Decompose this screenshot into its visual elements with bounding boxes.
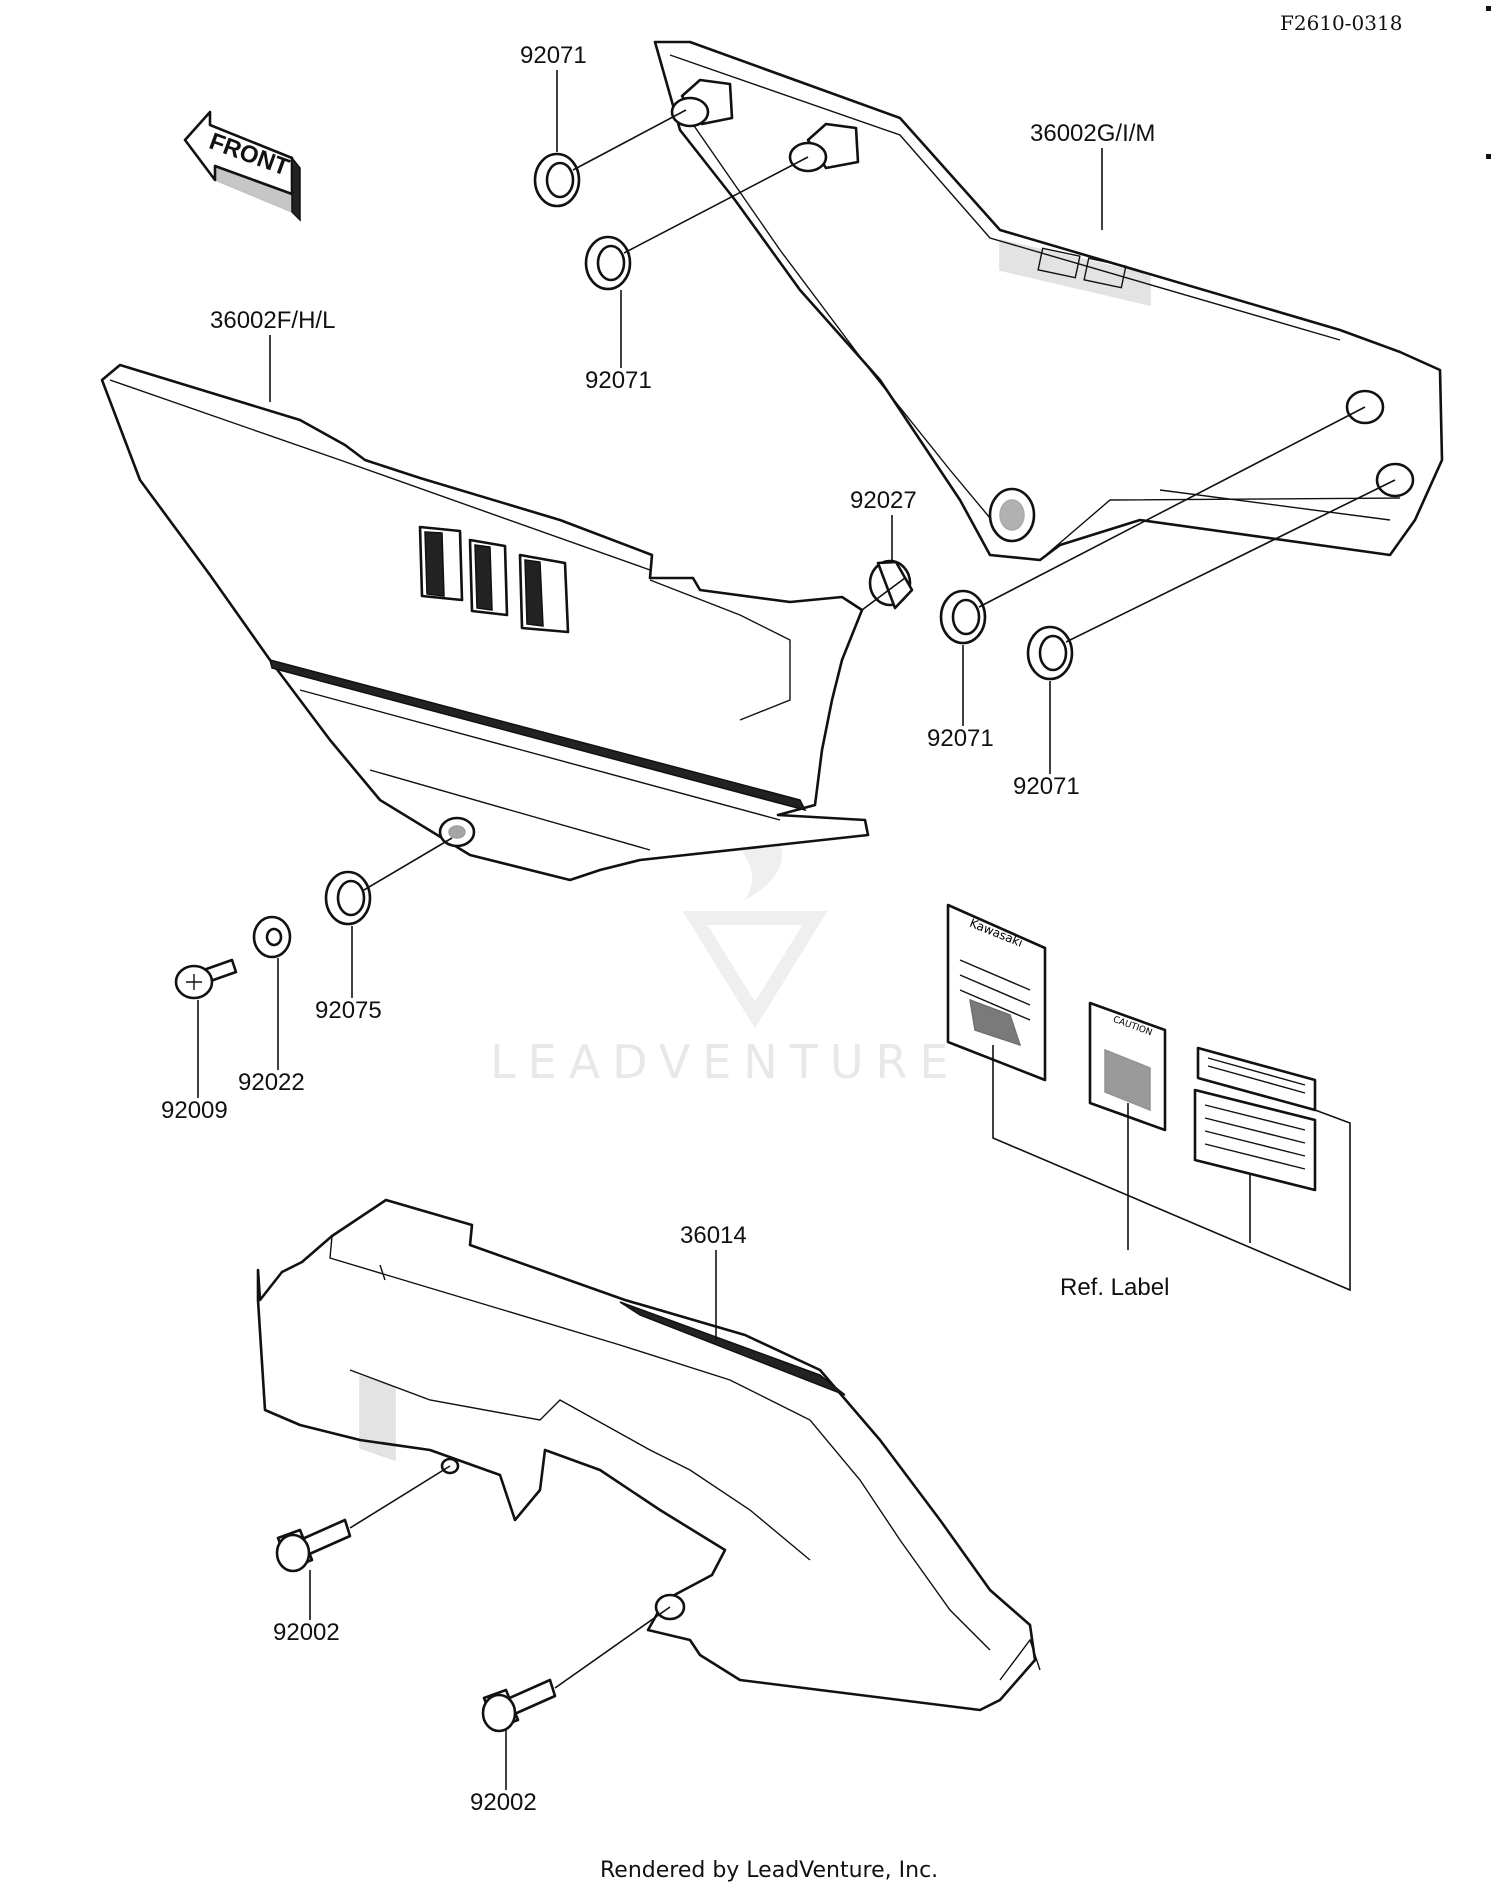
diagram-code: F2610-0318 [1280, 11, 1402, 35]
label-grommet-top-2: 92071 [585, 367, 652, 394]
label-grommet-mid-1: 92071 [927, 725, 994, 752]
decal-caution: CAUTION [1088, 1001, 1167, 1132]
footer-credit: Rendered by LeadVenture, Inc. [600, 1858, 938, 1883]
chain-cover [256, 1198, 1041, 1712]
washer [252, 915, 292, 959]
decal-kawasaki: Kawasaki [946, 903, 1047, 1082]
watermark: LEADVENTURE [490, 810, 961, 1089]
front-arrow: FRONT [183, 110, 301, 222]
svg-text:LEADVENTURE: LEADVENTURE [490, 1035, 961, 1089]
bolt-1 [275, 1518, 352, 1573]
side-cover-right [653, 40, 1444, 562]
label-grommet-top-1: 92071 [520, 42, 587, 69]
grommet-top-1 [533, 152, 581, 208]
grommet-mid-2 [1026, 625, 1074, 681]
label-chain-cover: 36014 [680, 1222, 747, 1249]
grommet-mid-1 [939, 589, 987, 645]
corner-mark-mid [1486, 154, 1491, 159]
grommet-left [324, 870, 372, 926]
decal-label-large [1193, 1088, 1317, 1192]
label-bolt-1: 92002 [273, 1619, 340, 1646]
label-collar: 92027 [850, 487, 917, 514]
label-cover-left: 36002F/H/L [210, 307, 335, 334]
label-screw: 92009 [161, 1097, 228, 1124]
label-washer: 92022 [238, 1069, 305, 1096]
screw [174, 958, 238, 1000]
collar [868, 559, 914, 610]
corner-mark-top [1486, 6, 1491, 11]
label-bolt-2: 92002 [470, 1789, 537, 1816]
grommet-top-2 [584, 235, 632, 291]
label-ref-label: Ref. Label [1060, 1274, 1169, 1301]
label-grommet-mid-2: 92071 [1013, 773, 1080, 800]
side-cover-left [100, 363, 870, 882]
label-cover-right: 36002G/I/M [1030, 120, 1155, 147]
label-grommet-left: 92075 [315, 997, 382, 1024]
bolt-2 [481, 1678, 557, 1733]
